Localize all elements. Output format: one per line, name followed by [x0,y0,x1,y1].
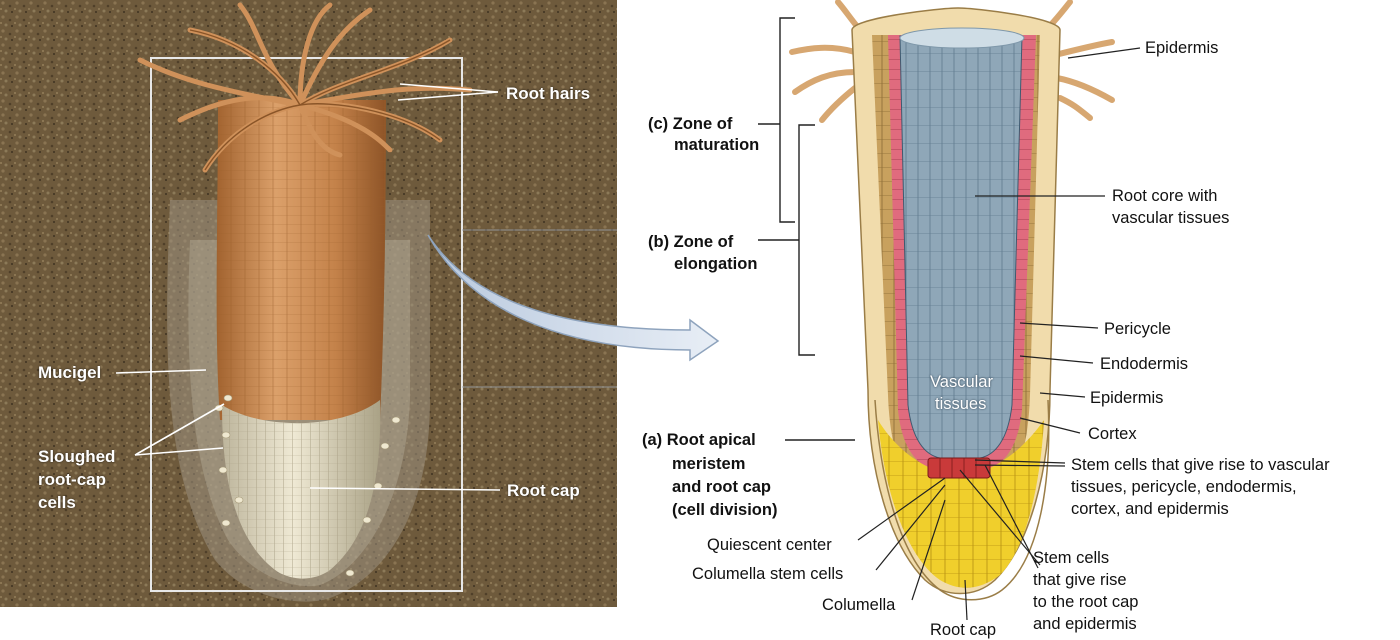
zone-brackets [758,18,855,440]
label-root-core-2: vascular tissues [1112,208,1229,228]
label-stem-cap-2: that give rise [1033,570,1127,590]
root-cross-section [792,2,1112,600]
label-stem-vascular-3: cortex, and epidermis [1071,499,1229,519]
label-zone-b-2: elongation [674,254,757,274]
label-zone-c-2: maturation [674,135,759,155]
label-sloughed-1: Sloughed [38,447,115,467]
label-zone-c-1: (c) Zone of [648,114,732,134]
label-epidermis-mid: Epidermis [1090,388,1163,408]
label-vascular-1: Vascular [930,372,993,392]
label-root-cap-right: Root cap [930,620,996,640]
label-columella-stem-cells: Columella stem cells [692,564,843,584]
label-stem-cap-3: to the root cap [1033,592,1139,612]
label-sloughed-2: root-cap [38,470,106,490]
label-zone-a-3: and root cap [672,477,771,497]
label-sloughed-3: cells [38,493,76,513]
label-zone-a-2: meristem [672,454,745,474]
label-stem-vascular-2: tissues, pericycle, endodermis, [1071,477,1297,497]
label-cortex: Cortex [1088,424,1137,444]
label-stem-cap-1: Stem cells [1033,548,1109,568]
label-zone-a-4: (cell division) [672,500,777,520]
quiescent-center-cells [928,458,990,478]
label-zone-a-1: (a) Root apical [642,430,756,450]
label-stem-vascular-1: Stem cells that give rise to vascular [1071,455,1330,475]
label-root-core-1: Root core with [1112,186,1217,206]
label-vascular-2: tissues [935,394,986,414]
label-endodermis: Endodermis [1100,354,1188,374]
label-pericycle: Pericycle [1104,319,1171,339]
label-zone-b-1: (b) Zone of [648,232,733,252]
label-epidermis-top: Epidermis [1145,38,1218,58]
label-root-hairs: Root hairs [506,84,590,104]
label-root-cap-left: Root cap [507,481,580,501]
label-mucigel: Mucigel [38,363,101,383]
label-stem-cap-4: and epidermis [1033,614,1137,634]
label-columella: Columella [822,595,895,615]
label-quiescent-center: Quiescent center [707,535,832,555]
